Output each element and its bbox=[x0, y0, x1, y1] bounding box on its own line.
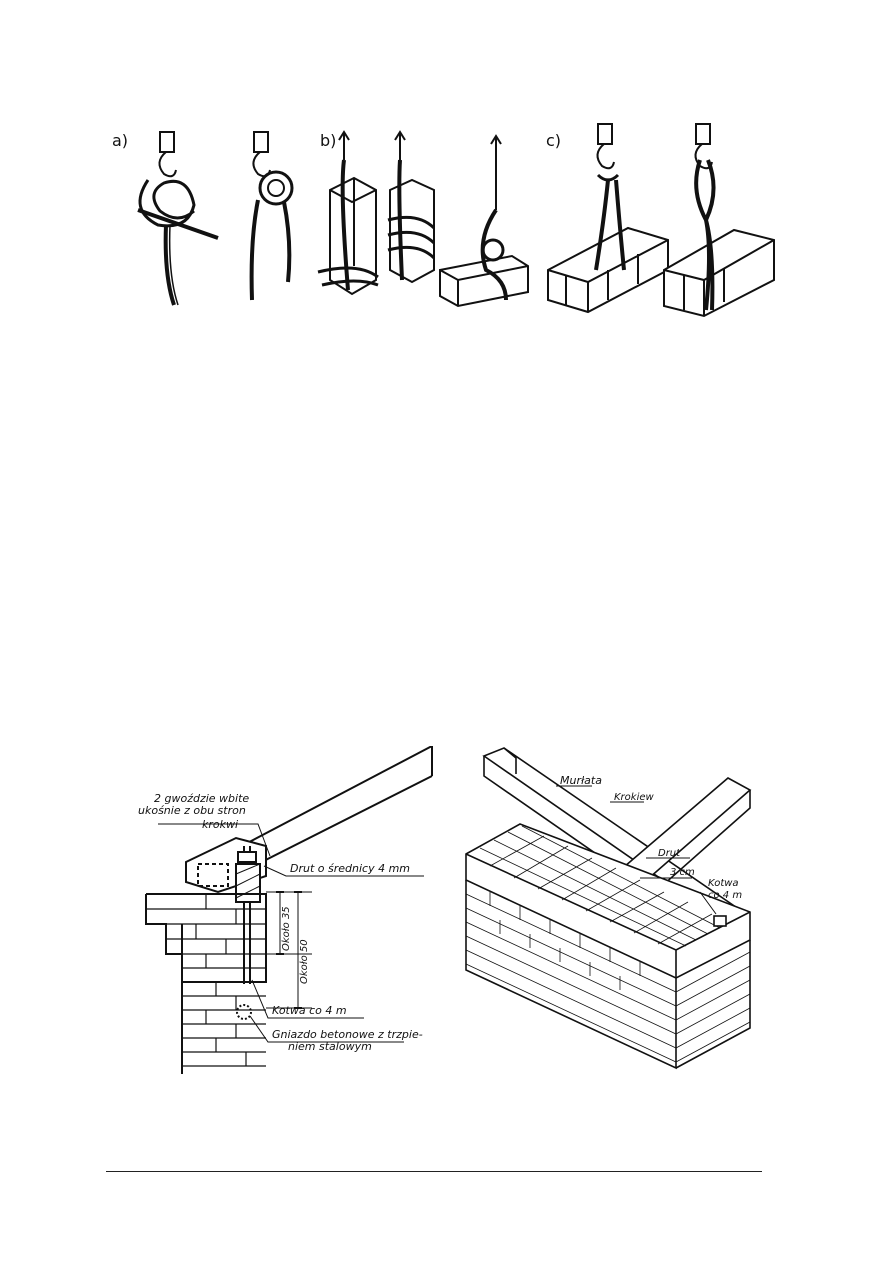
wall-plate-label: Murłata bbox=[560, 774, 602, 787]
footer-rule bbox=[106, 1171, 762, 1172]
panel-label-c: c) bbox=[546, 131, 561, 150]
panel-b-knots bbox=[317, 130, 529, 308]
panel-label-a: a) bbox=[112, 131, 128, 150]
depth-label: 3 cm bbox=[670, 867, 695, 878]
dimension-about-50: Około 50 bbox=[299, 939, 310, 984]
wire-diameter-note: Drut o średnicy 4 mm bbox=[290, 862, 410, 875]
rafter-label: Krokiew bbox=[614, 792, 655, 803]
rope-knots-figure: a) b) c) bbox=[108, 120, 778, 325]
nails-note-line2: ukośnie z obu stron bbox=[138, 804, 246, 817]
eaves-section-drawing: 2 gwoździe wbite ukośnie z obu stron kro… bbox=[126, 746, 436, 1074]
eaves-section-figure: 2 gwoździe wbite ukośnie z obu stron kro… bbox=[126, 746, 436, 1074]
anchor-label-line2: co 4 m bbox=[708, 890, 742, 901]
panel-label-b: b) bbox=[320, 131, 336, 150]
nails-note-line3: krokwi bbox=[202, 818, 238, 831]
concrete-socket-note-line1: Gniazdo betonowe z trzpie- bbox=[272, 1028, 423, 1041]
wire-label: Drut bbox=[658, 848, 681, 859]
anchor-label-line1: Kotwa bbox=[708, 878, 739, 889]
panel-a-knots bbox=[137, 131, 294, 306]
wall-plate-isometric-drawing: Murłata Krokiew Drut 3 cm Kotwa co 4 m bbox=[460, 744, 770, 1074]
anchor-spacing-note: Kotwa co 4 m bbox=[272, 1004, 347, 1017]
dimension-about-35: Około 35 bbox=[281, 906, 292, 951]
concrete-socket-note-line2: niem stalowym bbox=[288, 1040, 372, 1053]
nails-note-line1: 2 gwoździe wbite bbox=[154, 792, 249, 805]
rope-knots-illustration: a) b) c) bbox=[108, 120, 778, 325]
wall-plate-isometric-figure: Murłata Krokiew Drut 3 cm Kotwa co 4 m bbox=[460, 744, 770, 1074]
panel-c-knots bbox=[547, 123, 775, 318]
